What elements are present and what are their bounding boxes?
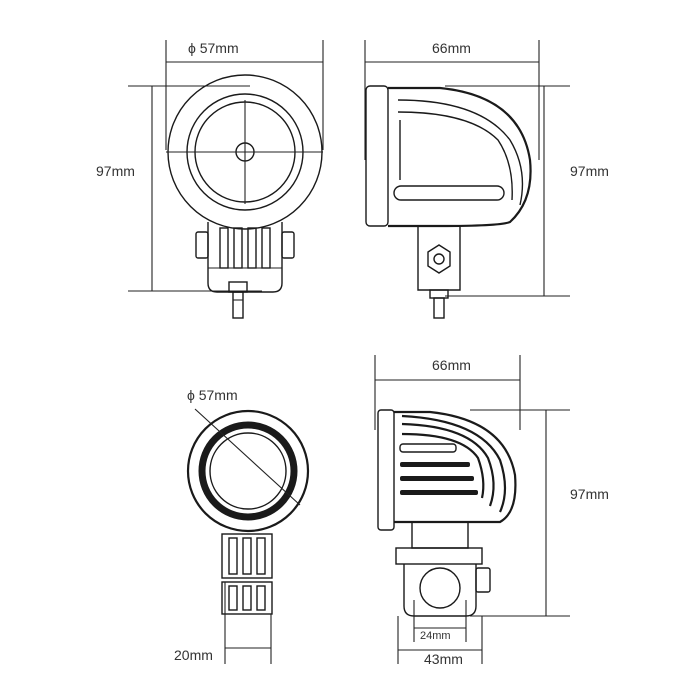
side-top-width-label: 66mm xyxy=(432,40,471,56)
front-top-diameter-label: ϕ 57mm xyxy=(188,40,239,56)
front-view-bottom: ϕ 57mm 20mm xyxy=(174,387,310,664)
side-view-top: 66mm 97mm xyxy=(364,40,609,319)
side-top-height-label: 97mm xyxy=(570,163,609,179)
front-view-top: ϕ 57mm 97mm xyxy=(96,40,324,319)
side-view-bottom: 66mm 97mm 24mm 43mm xyxy=(374,355,609,667)
front-bottom-diameter-label: ϕ 57mm xyxy=(187,387,238,403)
side-bottom-width-label: 66mm xyxy=(432,357,471,373)
side-bottom-height-label: 97mm xyxy=(570,486,609,502)
front-bottom-bracket-label: 20mm xyxy=(174,647,213,663)
front-top-height-label: 97mm xyxy=(96,163,135,179)
side-bottom-clamp-outer-label: 43mm xyxy=(424,651,463,667)
side-bottom-clamp-inner-label: 24mm xyxy=(420,630,451,642)
